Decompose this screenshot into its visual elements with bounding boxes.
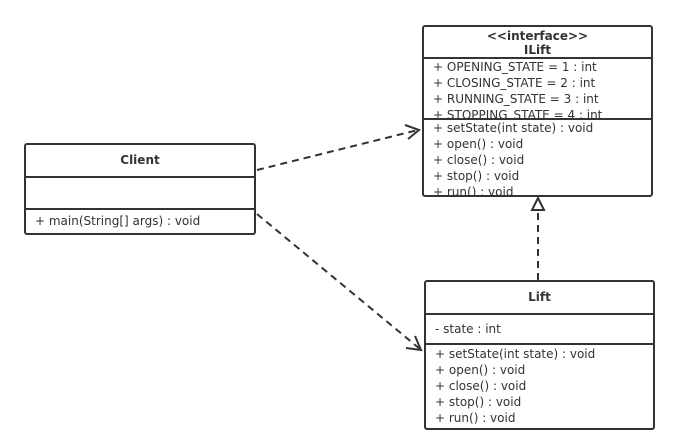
attributes-section <box>26 178 254 210</box>
class-name: Client <box>120 153 160 167</box>
method: + open() : void <box>435 363 526 377</box>
method: + open() : void <box>433 137 524 151</box>
class-ilift[interactable]: <<interface>> ILift + OPENING_STATE = 1 … <box>422 25 653 197</box>
attribute: - state : int <box>435 322 501 336</box>
attributes-section: + OPENING_STATE = 1 : int + CLOSING_STAT… <box>424 59 651 120</box>
method: + close() : void <box>435 379 527 393</box>
method: + main(String[] args) : void <box>35 214 201 228</box>
method: + run() : void <box>433 185 514 197</box>
arrowhead-open <box>404 124 422 140</box>
attribute: + CLOSING_STATE = 2 : int <box>433 76 596 90</box>
attribute: + OPENING_STATE = 1 : int <box>433 60 597 74</box>
class-name: ILift <box>523 43 552 57</box>
class-client[interactable]: Client + main(String[] args) : void <box>24 143 256 235</box>
attributes-section: - state : int <box>426 315 653 345</box>
class-name: Lift <box>528 290 551 304</box>
method: + close() : void <box>433 153 525 167</box>
class-header: Lift <box>426 282 653 315</box>
methods-section: + setState(int state) : void + open() : … <box>424 120 651 197</box>
client-lift-dependency <box>256 213 421 350</box>
methods-section: + setState(int state) : void + open() : … <box>426 345 653 427</box>
attribute: + STOPPING_STATE = 4 : int <box>433 108 603 120</box>
arrowhead-hollow-triangle <box>530 195 546 211</box>
attribute: + RUNNING_STATE = 3 : int <box>433 92 599 106</box>
class-header: <<interface>> ILift <box>424 27 651 59</box>
method: + stop() : void <box>433 169 520 183</box>
method: + setState(int state) : void <box>435 347 596 361</box>
client-ilift-dependency <box>256 129 419 171</box>
stereotype: <<interface>> <box>486 29 589 43</box>
methods-section: + main(String[] args) : void <box>26 210 254 233</box>
class-header: Client <box>26 145 254 178</box>
method: + run() : void <box>435 411 516 425</box>
method: + stop() : void <box>435 395 522 409</box>
arrowhead-open <box>405 335 423 352</box>
method: + setState(int state) : void <box>433 121 594 135</box>
class-lift[interactable]: Lift - state : int + setState(int state)… <box>424 280 655 430</box>
